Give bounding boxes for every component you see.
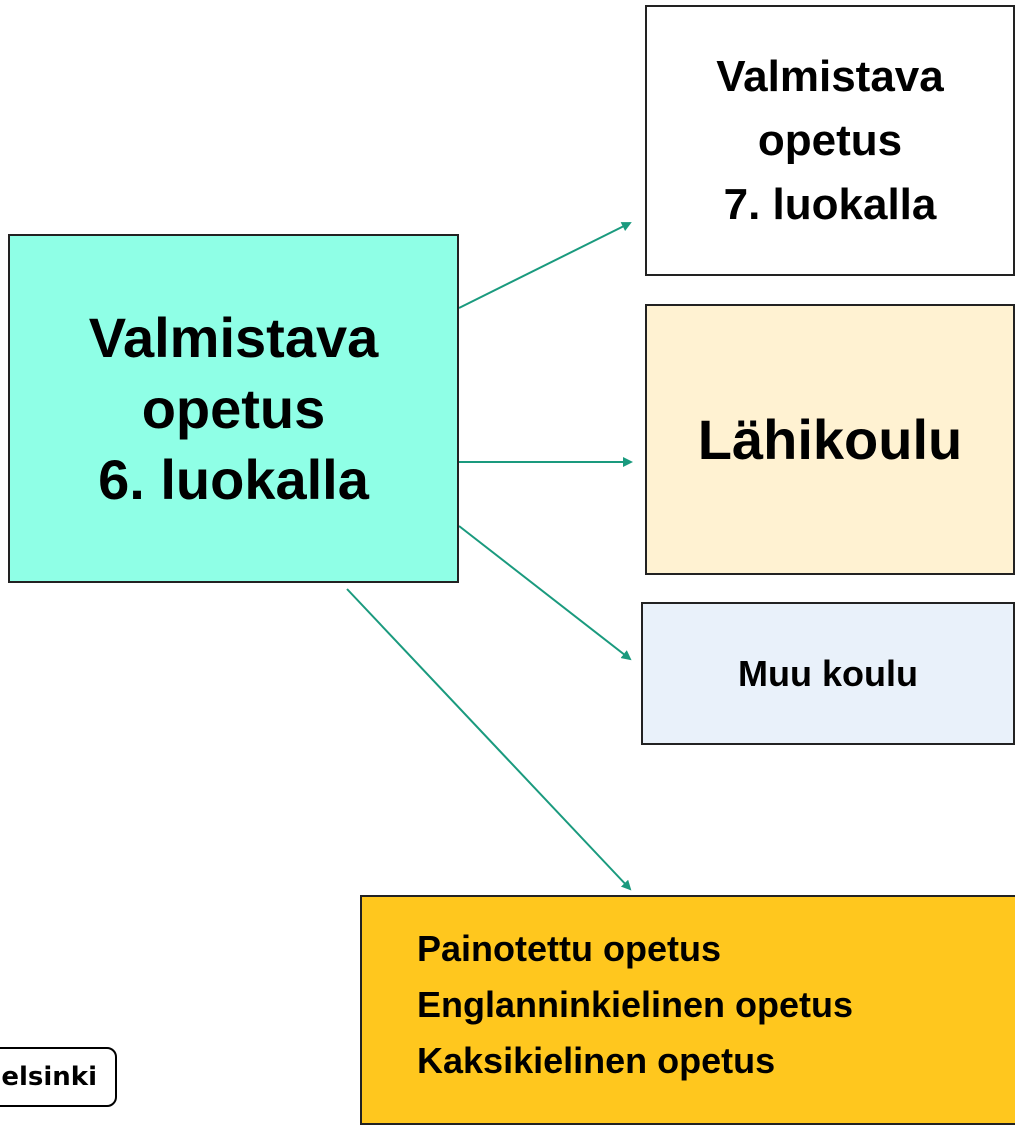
source-line-1: Valmistava xyxy=(88,306,379,369)
special-education-line-2: Englanninkielinen opetus xyxy=(417,984,854,1025)
seventh-grade-line-3: 7. luokalla xyxy=(723,179,937,229)
logo-text: elsinki xyxy=(1,1062,97,1092)
helsinki-logo: elsinki xyxy=(0,1047,117,1107)
special-education-box: Painotettu opetus Englanninkielinen opet… xyxy=(360,895,1015,1125)
seventh-grade-line-1: Valmistava xyxy=(716,51,944,101)
source-line-3: 6. luokalla xyxy=(98,448,369,511)
local-school-box: Lähikoulu xyxy=(645,304,1015,575)
special-education-line-3: Kaksikielinen opetus xyxy=(417,1040,776,1081)
other-school-box: Muu koulu xyxy=(641,602,1015,745)
seventh-grade-line-2: opetus xyxy=(757,115,903,165)
source-box: Valmistava opetus 6. luokalla xyxy=(8,234,459,583)
seventh-grade-box: Valmistava opetus 7. luokalla xyxy=(645,5,1015,276)
source-line-2: opetus xyxy=(141,377,326,440)
arrow-to-other-school xyxy=(458,525,632,661)
special-education-line-1: Painotettu opetus xyxy=(417,928,721,969)
other-school-label: Muu koulu xyxy=(738,652,918,694)
local-school-label: Lähikoulu xyxy=(697,408,963,471)
arrow-to-special-education xyxy=(346,588,632,891)
arrow-to-seventh-grade xyxy=(458,222,632,309)
